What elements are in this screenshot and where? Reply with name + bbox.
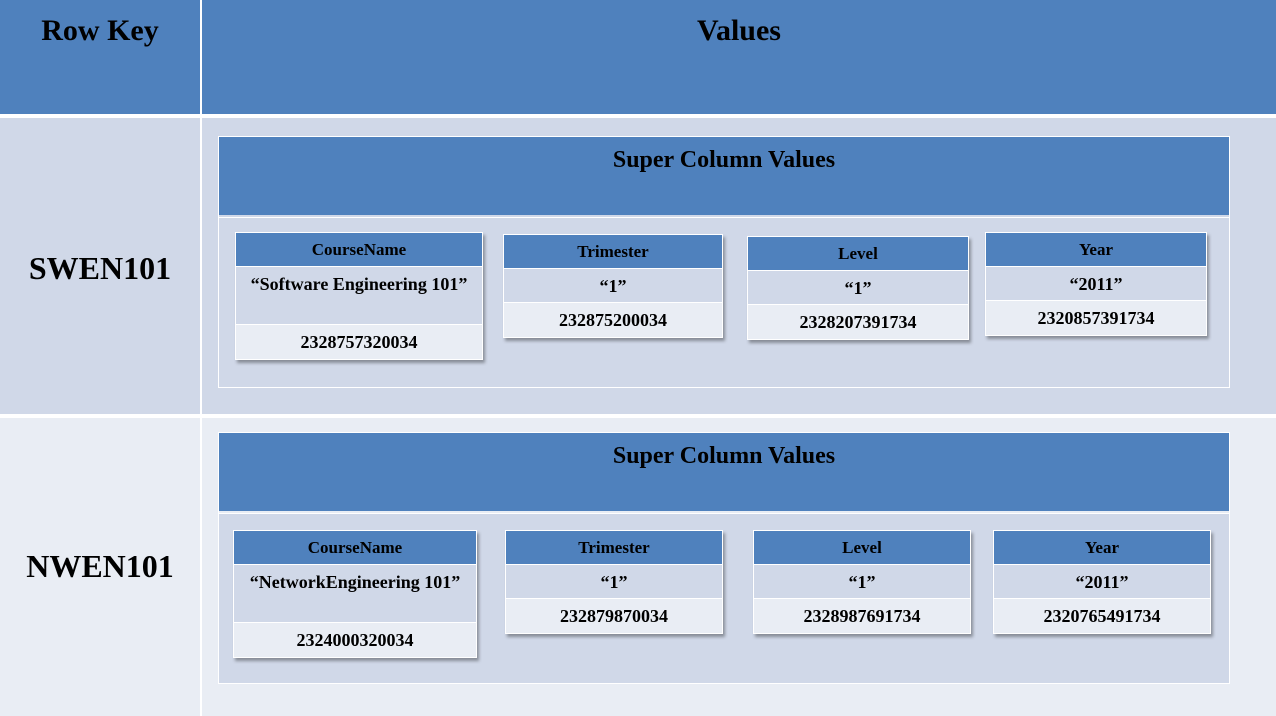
column-timestamp: 2328987691734 bbox=[754, 599, 970, 633]
row-key-header: Row Key bbox=[0, 0, 200, 114]
row-key-cell-2: NWEN101 bbox=[0, 418, 200, 716]
column-value: “2011” bbox=[994, 565, 1210, 599]
column-name: CourseName bbox=[236, 233, 482, 267]
column-value: “1” bbox=[504, 269, 722, 303]
column-card: Level “1” 2328207391734 bbox=[747, 236, 969, 340]
column-name: CourseName bbox=[234, 531, 476, 565]
column-card: CourseName “Software Engineering 101” 23… bbox=[235, 232, 483, 360]
column-card: CourseName “NetworkEngineering 101” 2324… bbox=[233, 530, 477, 658]
column-timestamp: 232879870034 bbox=[506, 599, 722, 633]
column-name: Year bbox=[994, 531, 1210, 565]
column-card: Year “2011” 2320765491734 bbox=[993, 530, 1211, 634]
column-timestamp: 2320857391734 bbox=[986, 301, 1206, 335]
column-timestamp: 2320765491734 bbox=[994, 599, 1210, 633]
column-timestamp: 2328757320034 bbox=[236, 325, 482, 359]
row-key-header-label: Row Key bbox=[41, 14, 159, 47]
column-name: Trimester bbox=[504, 235, 722, 269]
column-timestamp: 2324000320034 bbox=[234, 623, 476, 657]
super-column-1: Super Column Values CourseName “Software… bbox=[218, 136, 1230, 388]
column-name: Level bbox=[748, 237, 968, 271]
column-timestamp: 2328207391734 bbox=[748, 305, 968, 339]
row-key-cell-1: SWEN101 bbox=[0, 118, 200, 414]
super-column-body-2: CourseName “NetworkEngineering 101” 2324… bbox=[219, 513, 1229, 683]
column-name: Level bbox=[754, 531, 970, 565]
column-value: “Software Engineering 101” bbox=[236, 267, 482, 325]
row-key-1: SWEN101 bbox=[28, 250, 172, 286]
column-name: Trimester bbox=[506, 531, 722, 565]
column-card: Trimester “1” 232875200034 bbox=[503, 234, 723, 338]
super-column-title-box-1: Super Column Values bbox=[219, 137, 1229, 215]
super-column-title-box-2: Super Column Values bbox=[219, 433, 1229, 511]
values-header-label: Values bbox=[697, 14, 781, 47]
column-value: “NetworkEngineering 101” bbox=[234, 565, 476, 623]
super-column-2: Super Column Values CourseName “NetworkE… bbox=[218, 432, 1230, 684]
column-card: Level “1” 2328987691734 bbox=[753, 530, 971, 634]
column-value: “1” bbox=[506, 565, 722, 599]
column-value: “1” bbox=[754, 565, 970, 599]
column-timestamp: 232875200034 bbox=[504, 303, 722, 337]
super-column-title-1: Super Column Values bbox=[612, 147, 836, 173]
column-card: Year “2011” 2320857391734 bbox=[985, 232, 1207, 336]
values-cell-1: Super Column Values CourseName “Software… bbox=[202, 118, 1276, 414]
super-column-body-1: CourseName “Software Engineering 101” 23… bbox=[219, 217, 1229, 387]
column-card: Trimester “1” 232879870034 bbox=[505, 530, 723, 634]
column-name: Year bbox=[986, 233, 1206, 267]
column-value: “1” bbox=[748, 271, 968, 305]
column-value: “2011” bbox=[986, 267, 1206, 301]
row-key-2: NWEN101 bbox=[26, 548, 174, 584]
values-cell-2: Super Column Values CourseName “NetworkE… bbox=[202, 418, 1276, 716]
super-column-title-2: Super Column Values bbox=[612, 443, 836, 469]
values-header: Values bbox=[202, 0, 1276, 114]
